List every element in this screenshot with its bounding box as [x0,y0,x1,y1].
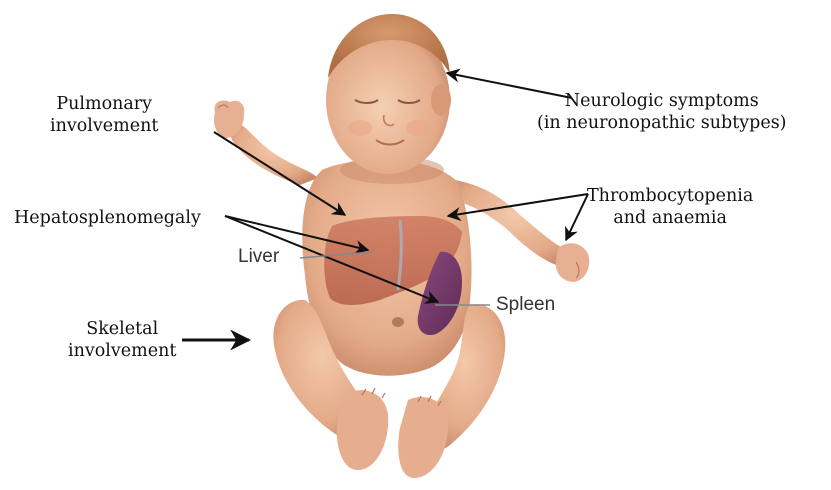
label-pulmonary: Pulmonary involvement [50,93,158,137]
label-skeletal-line2: involvement [68,340,176,362]
label-neurologic-line2: (in neuronopathic subtypes) [537,112,787,134]
label-hepato-text: Hepatosplenomegaly [14,207,201,229]
head [326,14,451,174]
label-liver: Liver [238,246,279,268]
label-pulmonary-line2: involvement [50,115,158,137]
label-thrombo-line1: Thrombocytopenia [587,185,753,207]
label-pulmonary-line1: Pulmonary [50,93,158,115]
label-thrombocytopenia: Thrombocytopenia and anaemia [587,185,753,229]
label-spleen: Spleen [496,294,555,316]
navel [392,317,404,327]
label-neurologic: Neurologic symptoms (in neuronopathic su… [537,90,787,134]
label-thrombo-line2: and anaemia [587,207,753,229]
label-skeletal-line1: Skeletal [68,318,176,340]
right-arm [452,180,589,282]
label-hepatosplenomegaly: Hepatosplenomegaly [14,207,201,229]
label-skeletal: Skeletal involvement [68,318,176,362]
label-neurologic-line1: Neurologic symptoms [537,90,787,112]
